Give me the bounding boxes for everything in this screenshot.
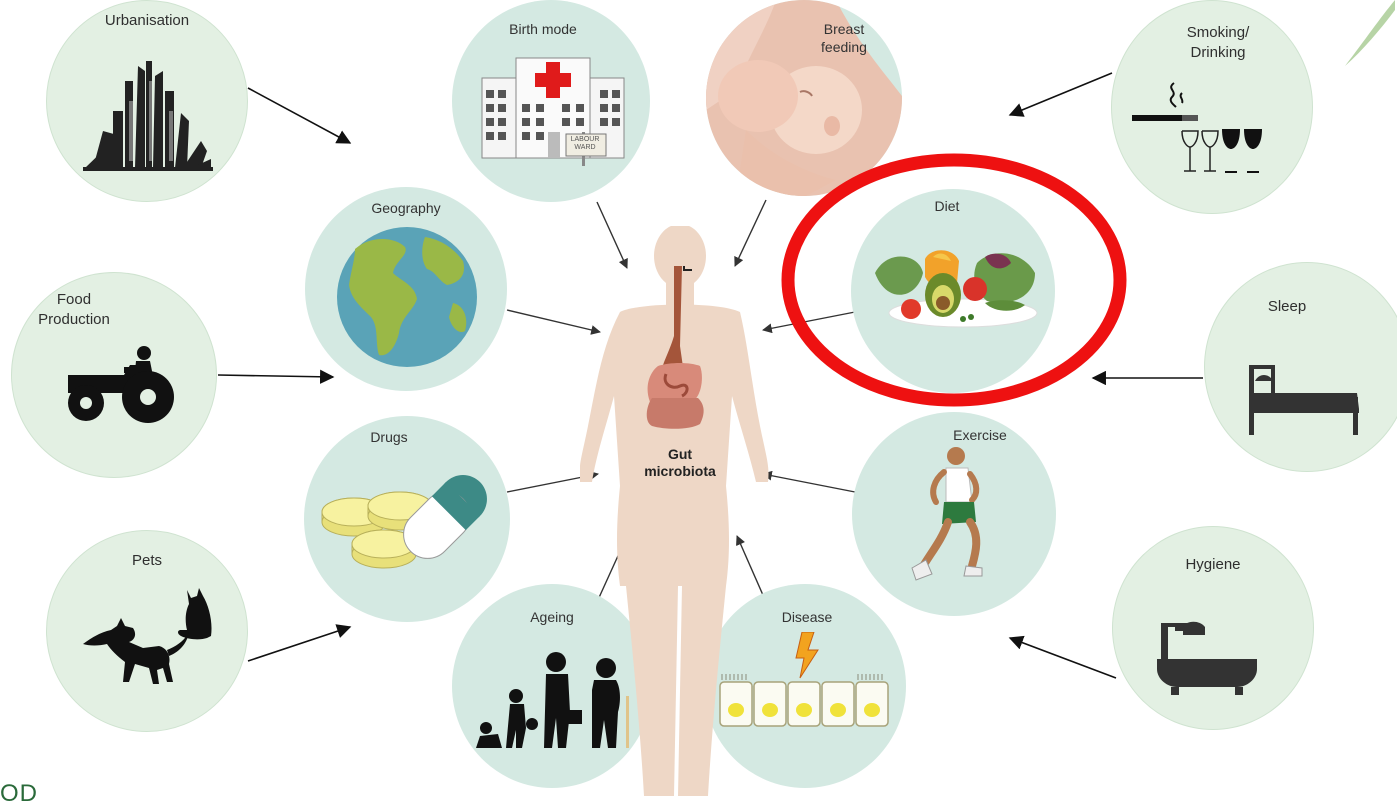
breast-feeding-label: Breast feeding xyxy=(746,20,902,56)
smoking-drinking-label: Smoking/ Drinking xyxy=(1118,23,1318,63)
birth-mode-label: Birth mode xyxy=(444,20,642,38)
tractor-icon xyxy=(64,343,176,425)
drugs-node: Drugs xyxy=(304,416,510,622)
globe-icon xyxy=(335,225,479,369)
geography-label: Geography xyxy=(305,199,507,217)
arrow-hygiene xyxy=(1010,638,1116,678)
geography-node: Geography xyxy=(305,187,507,391)
birth-mode-node: Birth mode LABOUR WARD xyxy=(452,0,650,202)
pets-label: Pets xyxy=(47,551,247,571)
pets-icon xyxy=(77,586,222,696)
runner-icon xyxy=(896,444,1006,594)
bathtub-icon xyxy=(1153,617,1263,697)
hygiene-label: Hygiene xyxy=(1113,555,1313,575)
urbanisation-label: Urbanisation xyxy=(47,11,247,31)
hospital-icon xyxy=(478,48,628,178)
pills-icon xyxy=(318,466,498,576)
food-production-label: Food Production xyxy=(0,290,176,330)
exercise-node: Exercise xyxy=(852,412,1056,616)
hygiene-node: Hygiene xyxy=(1112,526,1314,730)
smoking-drinking-node: Smoking/ Drinking xyxy=(1111,0,1313,214)
sleep-node: Sleep xyxy=(1204,262,1397,472)
exercise-label: Exercise xyxy=(878,426,1082,444)
drugs-label: Drugs xyxy=(286,428,492,446)
sleep-label: Sleep xyxy=(1185,297,1389,317)
pets-node: Pets xyxy=(46,530,248,732)
urbanisation-node: Urbanisation xyxy=(46,0,248,202)
food-production-node: Food Production xyxy=(11,272,217,478)
city-skyline-icon xyxy=(83,41,213,171)
leaf-decoration xyxy=(1335,0,1397,70)
cigarette-wine-icon xyxy=(1130,79,1265,179)
arrow-pets xyxy=(248,627,350,661)
gut-microbiota-label: Gut microbiota xyxy=(630,446,730,480)
human-body-figure xyxy=(580,226,780,796)
arrow-food-production xyxy=(218,375,333,377)
partial-logo: OD xyxy=(0,780,38,808)
diet-highlight-ellipse xyxy=(780,148,1140,418)
labour-ward-sign: LABOUR WARD xyxy=(567,136,603,152)
bed-icon xyxy=(1245,359,1365,439)
arrow-urbanisation xyxy=(248,88,350,143)
arrow-smoking xyxy=(1010,73,1112,115)
